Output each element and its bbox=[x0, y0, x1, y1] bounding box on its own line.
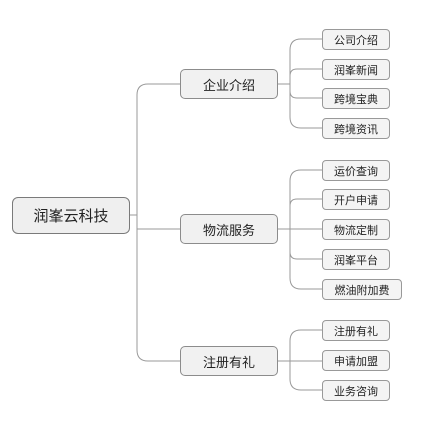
leaf-node-account-application[interactable]: 开户申请 bbox=[322, 189, 390, 210]
leaf-node-fuel-surcharge[interactable]: 燃油附加费 bbox=[322, 279, 402, 300]
leaf-node-franchise-application[interactable]: 申请加盟 bbox=[322, 350, 390, 371]
connector-branch-3-leaf-3 bbox=[278, 360, 322, 391]
connector-branch-1-leaf-4 bbox=[278, 83, 322, 129]
connector-branch-1-leaf-2 bbox=[278, 68, 322, 85]
leaf-node-platform[interactable]: 润峯平台 bbox=[322, 249, 390, 270]
connector-branch-1-leaf-3 bbox=[278, 83, 322, 99]
connector-branch-2-leaf-1 bbox=[278, 169, 322, 230]
connector-root-branch-3 bbox=[130, 214, 180, 362]
leaf-node-rate-inquiry[interactable]: 运价查询 bbox=[322, 160, 390, 181]
leaf-node-logistics-customization[interactable]: 物流定制 bbox=[322, 219, 390, 240]
root-node[interactable]: 润峯云科技 bbox=[12, 197, 130, 234]
leaf-node-news[interactable]: 润峯新闻 bbox=[322, 59, 390, 80]
leaf-node-cross-border-guide[interactable]: 跨境宝典 bbox=[322, 88, 390, 109]
branch-node-register-gift[interactable]: 注册有礼 bbox=[180, 346, 278, 376]
leaf-node-company-profile[interactable]: 公司介绍 bbox=[322, 29, 390, 50]
connector-branch-3-leaf-1 bbox=[278, 329, 322, 362]
branch-node-company-intro[interactable]: 企业介绍 bbox=[180, 69, 278, 99]
leaf-node-business-consulting[interactable]: 业务咨询 bbox=[322, 380, 390, 401]
leaf-node-cross-border-info[interactable]: 跨境资讯 bbox=[322, 118, 390, 139]
connector-branch-2-leaf-5 bbox=[278, 228, 322, 290]
connector-branch-2-leaf-4 bbox=[278, 228, 322, 260]
leaf-node-register-gift[interactable]: 注册有礼 bbox=[322, 320, 390, 341]
connector-branch-1-leaf-1 bbox=[278, 38, 322, 85]
branch-node-logistics-services[interactable]: 物流服务 bbox=[180, 214, 278, 244]
connector-root-branch-1 bbox=[130, 83, 180, 216]
connector-branch-2-leaf-2 bbox=[278, 198, 322, 230]
